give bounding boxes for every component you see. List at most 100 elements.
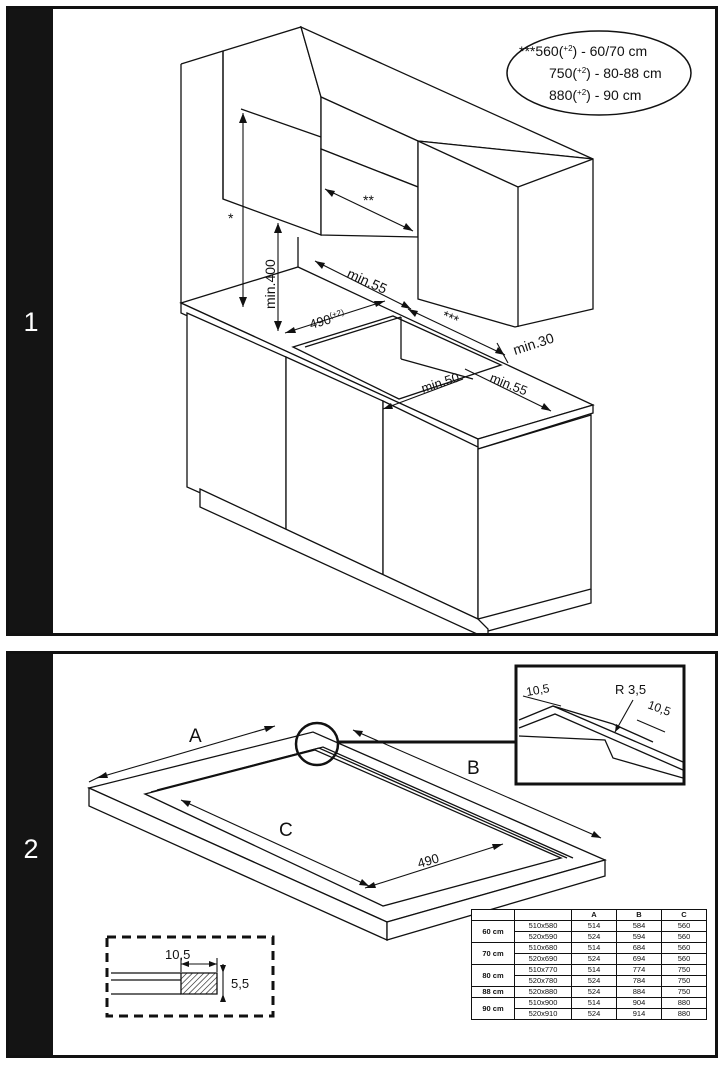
table-cell: 750: [661, 975, 707, 987]
table-cell: 884: [616, 986, 662, 998]
table-cell: 524: [571, 1008, 617, 1020]
table-header-cell: [471, 909, 515, 921]
dim-cutout-width: [407, 308, 506, 356]
table-row: 520x590 524 594 560: [472, 931, 707, 943]
min30-label: min.30: [511, 330, 556, 358]
table-row: 520x780 524 784 750: [472, 975, 707, 987]
legend-line3-tolerance: +2: [577, 88, 587, 97]
table-row: 60 cm 510x580 514 584 560: [471, 920, 707, 943]
base-cabinet-side: [477, 414, 592, 620]
table-cell: 524: [571, 986, 617, 998]
table-cell: 750: [661, 986, 707, 998]
table-cell: 520x880: [514, 986, 572, 998]
group-label: 80 cm: [471, 964, 515, 987]
table-cell: 520x910: [514, 1008, 572, 1020]
label-C: C: [279, 820, 293, 841]
legend-line1-value: 560(: [535, 43, 563, 59]
step-sidebar: 2: [9, 654, 53, 1055]
legend-line1-tolerance: +2: [563, 44, 573, 53]
table-cell: 750: [661, 964, 707, 976]
table-cell: 514: [571, 920, 617, 932]
dim-490: [364, 843, 504, 889]
dim-B: [352, 729, 602, 839]
table-header-cell: A: [571, 909, 617, 921]
group-label: 90 cm: [471, 997, 515, 1020]
group-label: 88 cm: [471, 986, 515, 998]
wall-top-edge: [180, 50, 224, 65]
table-cell: 520x690: [514, 953, 572, 965]
step-number: 1: [23, 307, 39, 337]
distance-legend: [506, 30, 692, 116]
svg-text:490(+2): 490(+2): [308, 307, 347, 331]
installation-step-1-panel: 1: [6, 6, 718, 636]
table-cell: 510x680: [514, 942, 572, 954]
svg-text:880(+2) - 90 cm: 880(+2) - 90 cm: [549, 87, 641, 103]
dim-hood-depth: [324, 188, 414, 232]
group-label: 60 cm: [471, 920, 515, 943]
legend-line2-value: 750(: [549, 65, 577, 81]
plinth: [199, 487, 489, 633]
dim-C: [180, 799, 370, 887]
label-B: B: [467, 758, 480, 779]
star-2-label: **: [363, 192, 374, 208]
wall-cabinet-left: [222, 26, 322, 236]
hob-frame-diagram: A B C 490 10,5 R 3,5 10,5: [87, 664, 686, 1018]
label-A: A: [189, 726, 202, 747]
legend-line2-tolerance: +2: [577, 66, 587, 75]
cutout-depth-label: 490: [308, 311, 333, 331]
table-cell: 684: [616, 942, 662, 954]
table-cell: 560: [661, 953, 707, 965]
dim-A: [96, 725, 276, 779]
table-cell: 560: [661, 931, 707, 943]
table-cell: 520x590: [514, 931, 572, 943]
frame-side-edge: [386, 859, 606, 941]
dim-min55-front: [464, 368, 552, 412]
table-cell: 560: [661, 920, 707, 932]
frame-opening: [143, 749, 563, 907]
cutout-sizes-table: A B C 60 cm 510x580 514 584 560 520x590 …: [471, 909, 707, 1020]
legend-line3-value: 880(: [549, 87, 577, 103]
table-cell: 510x580: [514, 920, 572, 932]
legend-line1-range: ) - 60/70 cm: [573, 43, 648, 59]
label-490: 490: [416, 850, 441, 870]
table-cell: 510x900: [514, 997, 572, 1009]
table-header-cell: [514, 909, 572, 921]
table-cell: 524: [571, 975, 617, 987]
table-cell: 914: [616, 1008, 662, 1020]
legend-line3-range: ) - 90 cm: [586, 87, 641, 103]
table-cell: 694: [616, 953, 662, 965]
step-sidebar: 1: [9, 9, 53, 633]
section-width-label: 10,5: [165, 947, 190, 962]
hob-cutout: [291, 315, 503, 400]
legend-line2-range: ) - 80-88 cm: [586, 65, 661, 81]
table-cell: 560: [661, 942, 707, 954]
table-cell: 514: [571, 997, 617, 1009]
table-cell: 514: [571, 942, 617, 954]
table-row: 520x910 524 914 880: [472, 1008, 707, 1020]
table-row: 80 cm 510x770 514 774 750: [471, 964, 707, 987]
corner-detail-box: [514, 664, 686, 786]
svg-text:750(+2) - 80-88 cm: 750(+2) - 80-88 cm: [549, 65, 662, 81]
table-cell: 514: [571, 964, 617, 976]
table-row: 70 cm 510x680 514 684 560: [471, 942, 707, 965]
wall-cabinet-right: [417, 140, 594, 328]
table-cell: 784: [616, 975, 662, 987]
cutout-depth-tolerance: (+2): [329, 307, 346, 320]
table-cell: 594: [616, 931, 662, 943]
svg-text:***560(+2) - 60/70 cm: ***560(+2) - 60/70 cm: [519, 43, 647, 59]
table-cell: 510x770: [514, 964, 572, 976]
kitchen-cabinet-diagram: * min.400 ** min.55 490(+2) *** min.30 m…: [179, 25, 692, 633]
table-cell: 904: [616, 997, 662, 1009]
section-detail-box: [105, 935, 275, 1018]
star-1-label: *: [228, 210, 234, 226]
countertop-side: [477, 404, 594, 450]
table-cell: 774: [616, 964, 662, 976]
table-cell: 524: [571, 931, 617, 943]
dim-cutout-depth: [284, 300, 386, 334]
detail-radius-label: R 3,5: [615, 682, 646, 697]
table-header-cell: C: [661, 909, 707, 921]
table-row: 90 cm 510x900 514 904 880: [471, 997, 707, 1020]
installation-step-2-panel: 2 A B C 490: [6, 651, 718, 1058]
detail-left-dim: 10,5: [525, 681, 551, 699]
min400-label: min.400: [262, 259, 278, 309]
